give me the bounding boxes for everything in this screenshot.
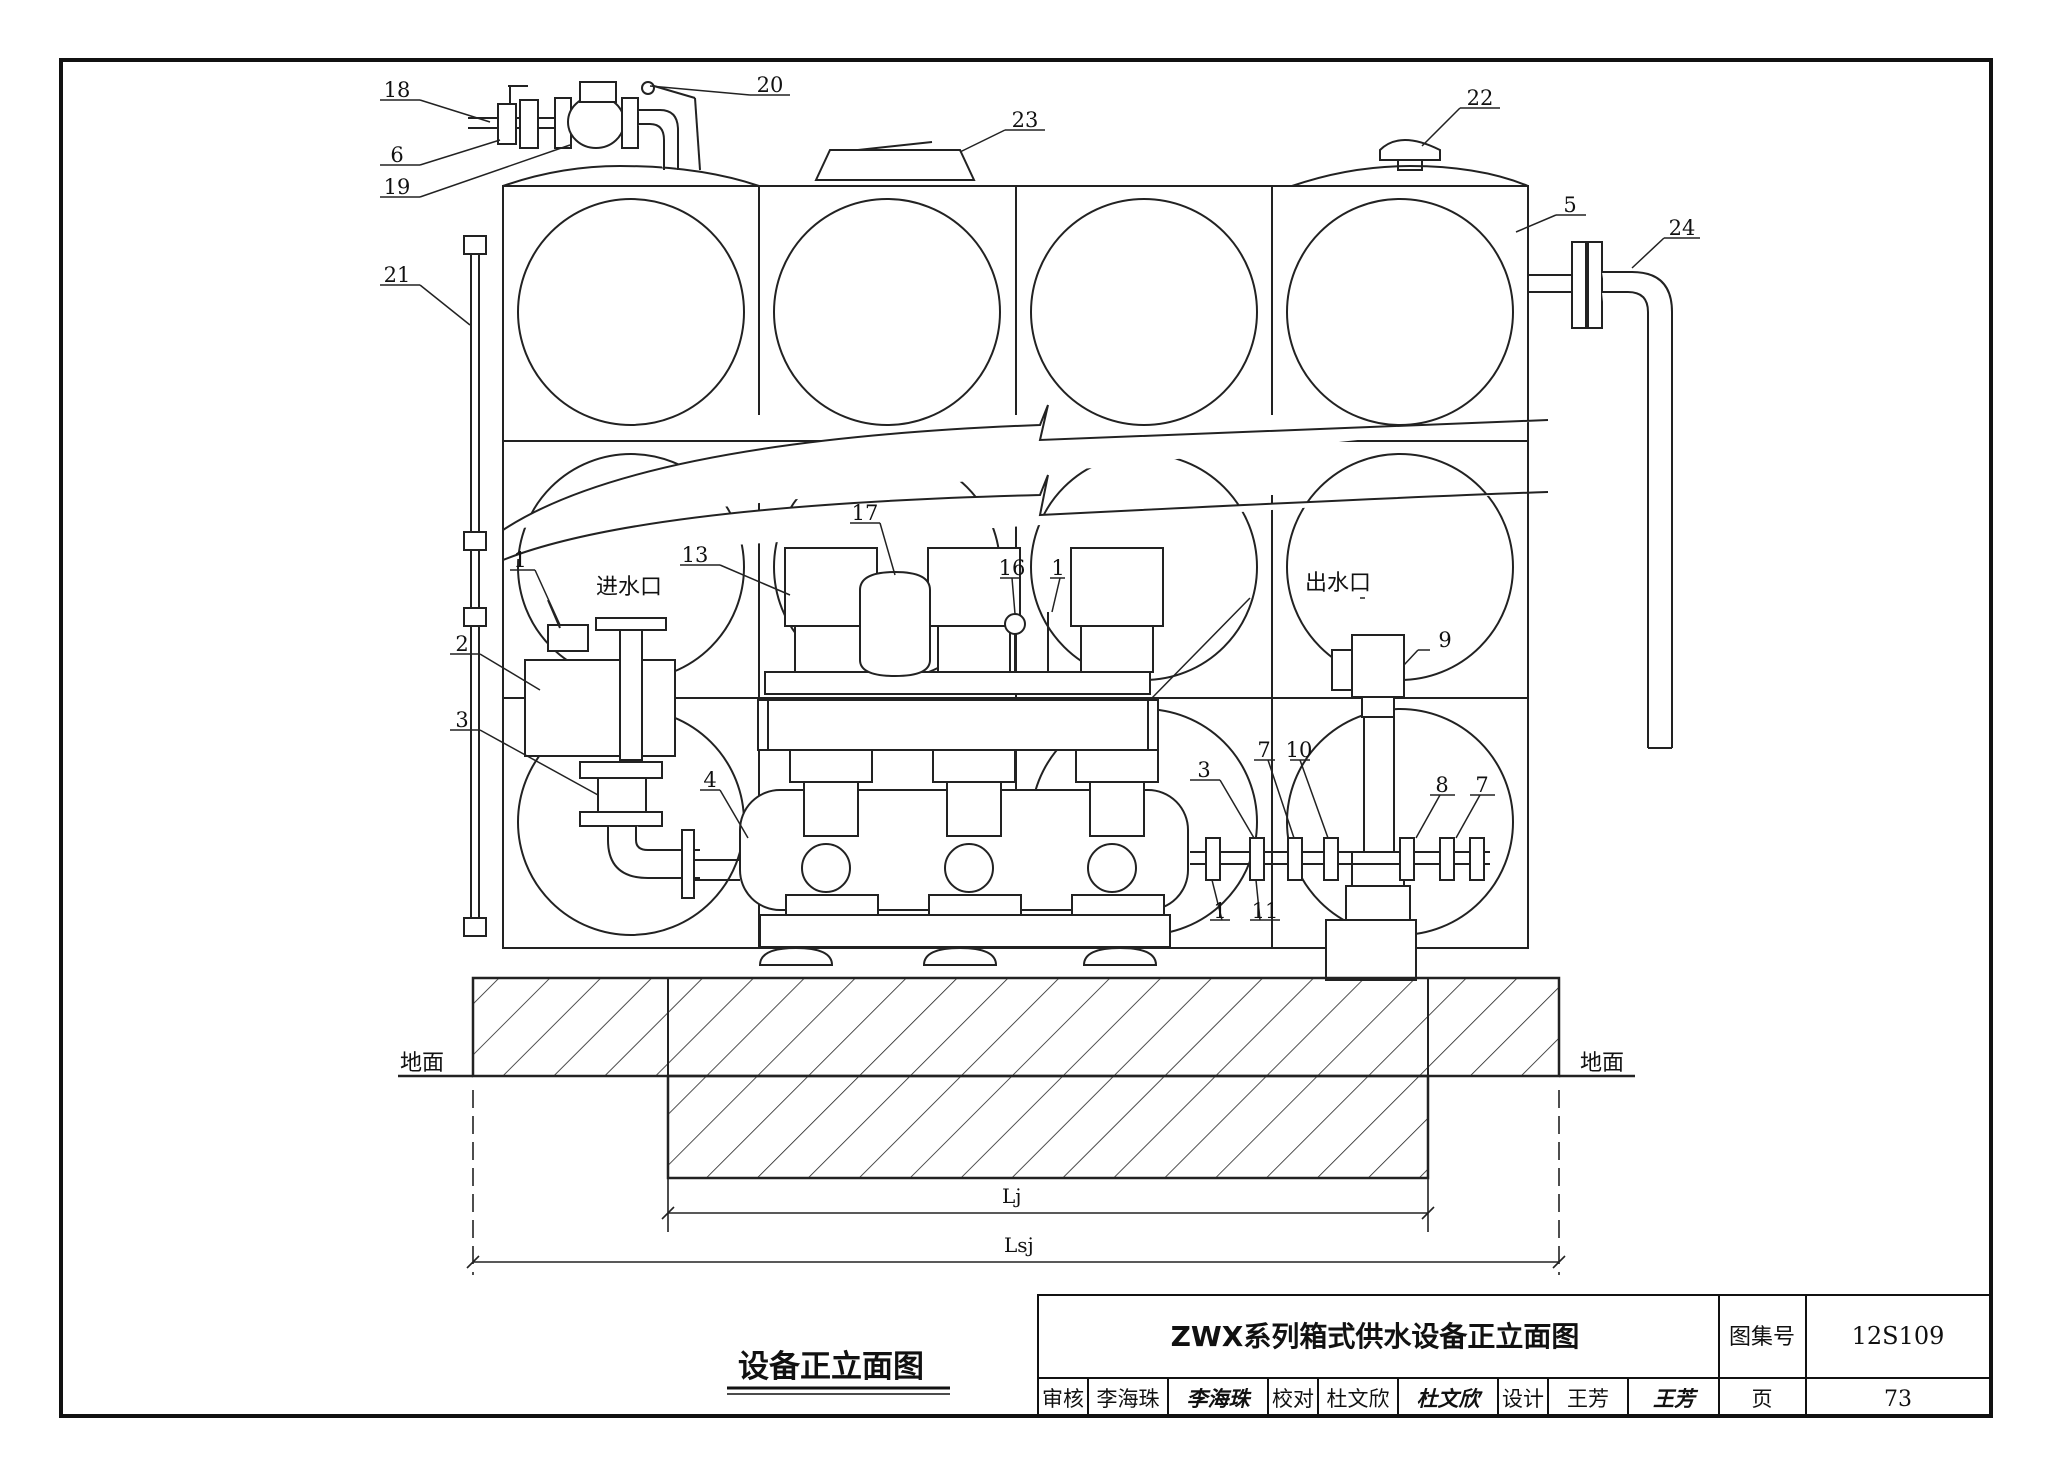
pump-set	[694, 547, 1189, 966]
view-title: 设备正立面图	[738, 1349, 924, 1385]
page-number: 73	[1884, 1387, 1912, 1412]
inlet-equipment	[524, 599, 700, 899]
diagram-labels: 进水口 出水口 地面 地面 Lj Lsj	[400, 571, 1624, 1257]
review-name: 李海珠	[1097, 1387, 1160, 1411]
callout-11: 11	[1252, 899, 1279, 923]
dim-lj-label: Lj	[1002, 1184, 1021, 1208]
callout-16: 16	[999, 556, 1026, 580]
drawing-title: ZWX系列箱式供水设备正立面图	[1171, 1320, 1580, 1353]
title-block-text: ZWX系列箱式供水设备正立面图 图集号 12S109 审核 李海珠 李海珠 校对…	[1042, 1320, 1944, 1412]
dim-lsj-label: Lsj	[1004, 1233, 1034, 1257]
callout-3-right: 3	[1197, 758, 1210, 782]
dimensions	[466, 1090, 1566, 1275]
callout-20: 20	[757, 73, 784, 97]
pump-3	[1070, 547, 1165, 916]
leader-lines	[380, 85, 1700, 921]
callout-8: 8	[1435, 773, 1448, 797]
callout-2: 2	[455, 632, 468, 656]
callout-3-left: 3	[455, 708, 468, 732]
title-block	[1037, 1294, 1992, 1417]
callout-numbers: 18 6 19 20 23 22 5 24 21 1 2 3 4 13 17 1…	[384, 73, 1696, 923]
callout-23: 23	[1012, 108, 1039, 132]
outlet-label: 出水口	[1305, 571, 1371, 596]
callout-5: 5	[1563, 193, 1576, 217]
callout-1-bottom: 1	[1213, 899, 1226, 923]
callout-1-gauge: 1	[1051, 556, 1064, 580]
callout-22: 22	[1467, 86, 1494, 110]
ground-label-left: 地面	[400, 1051, 444, 1076]
callout-21: 21	[384, 263, 411, 287]
callout-18: 18	[384, 78, 411, 102]
inlet-label: 进水口	[596, 575, 662, 600]
callout-10: 10	[1286, 738, 1313, 762]
level-gauge	[463, 235, 487, 937]
sheet-border	[59, 58, 1993, 1418]
ground-label-right: 地面	[1580, 1051, 1624, 1076]
review-label: 审核	[1042, 1387, 1084, 1411]
callout-19: 19	[384, 175, 411, 199]
design-signature: 王芳	[1653, 1386, 1699, 1411]
page-label: 页	[1752, 1387, 1773, 1411]
review-signature: 李海珠	[1187, 1386, 1253, 1411]
atlas-label: 图集号	[1729, 1325, 1795, 1350]
foundation	[398, 976, 1635, 1180]
callout-17: 17	[852, 501, 879, 525]
small-pump	[1190, 634, 1490, 981]
callout-13: 13	[682, 543, 709, 567]
check-signature: 杜文欣	[1417, 1386, 1484, 1411]
callout-24: 24	[1669, 216, 1696, 240]
callout-4: 4	[703, 768, 716, 792]
callout-7-left: 7	[1257, 738, 1270, 762]
callout-6: 6	[390, 143, 403, 167]
atlas-number: 12S109	[1852, 1322, 1945, 1350]
design-name: 王芳	[1567, 1387, 1609, 1411]
pump-2	[927, 547, 1022, 916]
design-label: 设计	[1502, 1387, 1544, 1411]
overflow-pipe	[1528, 241, 1673, 749]
check-label: 校对	[1272, 1387, 1314, 1411]
callout-7-right: 7	[1475, 773, 1488, 797]
callout-9: 9	[1438, 628, 1451, 652]
callout-1-inlet: 1	[513, 548, 526, 572]
check-name: 杜文欣	[1327, 1387, 1390, 1411]
inlet-valve-assembly	[468, 81, 701, 171]
